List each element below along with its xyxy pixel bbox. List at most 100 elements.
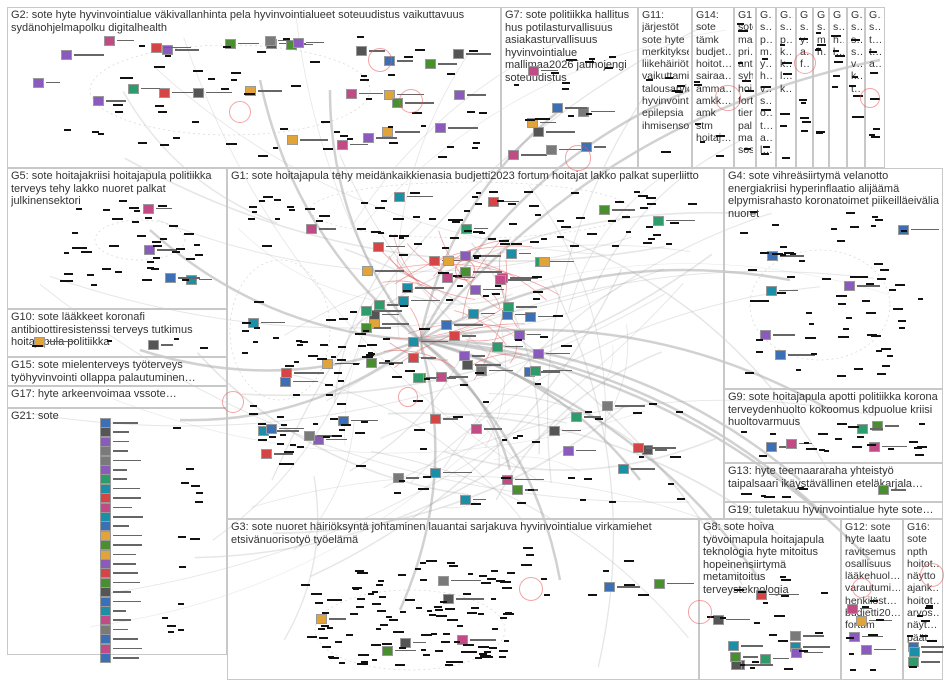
node-label-mark: [472, 355, 485, 357]
edge: [419, 338, 762, 581]
group-box-g11: G11: järjestöt sote hyte merkitykse… lii…: [638, 7, 692, 168]
node-label-mark: [474, 227, 489, 230]
self-loop-halo: [919, 562, 945, 588]
node-label-mark: [412, 641, 427, 644]
node-marker: [311, 592, 323, 595]
node-marker: [283, 450, 294, 453]
node-marker: [624, 584, 635, 587]
profile-node: [399, 637, 411, 648]
node-marker: [152, 245, 162, 248]
node-marker: [392, 630, 399, 633]
node-marker: [674, 91, 684, 94]
edge: [419, 328, 831, 412]
profile-node: [653, 578, 665, 589]
node-marker: [800, 116, 809, 119]
node-marker: [850, 275, 858, 278]
node-label-mark: [804, 651, 824, 654]
profile-node: [524, 311, 536, 322]
node-marker: [80, 250, 92, 253]
node-marker: [319, 343, 329, 346]
cluster-ring: [749, 249, 891, 361]
node-marker: [180, 481, 189, 484]
node-marker: [415, 607, 422, 610]
node-marker: [787, 275, 796, 278]
node-marker: [64, 272, 74, 275]
profile-node: [360, 306, 372, 317]
node-marker: [849, 669, 857, 672]
node-marker: [463, 210, 470, 213]
node-marker: [738, 29, 748, 32]
profile-node: [469, 284, 481, 295]
node-marker: [516, 502, 527, 505]
node-marker: [319, 636, 328, 639]
node-marker: [447, 219, 455, 222]
node-marker: [835, 294, 847, 297]
node-marker: [361, 74, 367, 77]
node-marker: [321, 625, 329, 628]
node-marker: [873, 263, 883, 266]
edge: [465, 330, 517, 342]
node-marker: [177, 629, 185, 632]
node-marker: [171, 250, 180, 253]
node-label-mark: [856, 285, 880, 287]
node-marker: [420, 124, 427, 127]
node-marker: [161, 617, 168, 620]
profile-node: [316, 614, 328, 625]
node-label-mark: [862, 635, 883, 638]
node-marker: [413, 242, 423, 245]
node-label-mark: [113, 591, 131, 593]
node-label-mark: [350, 143, 369, 146]
node-marker: [780, 253, 786, 256]
node-label-mark: [473, 255, 502, 257]
edge: [419, 338, 641, 481]
node-marker: [762, 58, 769, 61]
node-marker: [467, 650, 477, 653]
node-marker: [576, 216, 585, 219]
node-marker: [387, 73, 395, 76]
edge: [419, 268, 791, 342]
node-marker: [867, 634, 879, 636]
node-label-mark: [164, 46, 191, 49]
node-label-mark: [743, 656, 758, 658]
self-loop-halo: [715, 85, 741, 111]
node-label-mark: [780, 255, 805, 257]
node-marker: [561, 82, 570, 85]
node-marker: [147, 266, 154, 269]
node-marker: [257, 439, 268, 442]
node-label-mark: [161, 344, 174, 346]
node-label-mark: [515, 478, 545, 481]
node-marker: [761, 85, 767, 88]
node-marker: [308, 354, 319, 357]
profile-node: [552, 103, 564, 114]
node-marker: [533, 297, 540, 300]
node-label-mark: [504, 345, 523, 348]
group-label-g25: G s… m… h…: [817, 9, 826, 58]
node-label-mark: [514, 313, 528, 316]
node-marker: [837, 374, 847, 377]
node-marker: [438, 272, 450, 275]
edge: [413, 293, 513, 305]
node-label-mark: [420, 357, 436, 359]
node-marker: [472, 146, 478, 149]
node-marker: [273, 198, 282, 201]
node-marker: [256, 51, 266, 54]
edge: [122, 91, 278, 224]
node-marker: [642, 241, 653, 244]
node-label-mark: [113, 440, 130, 443]
node-marker: [398, 236, 405, 239]
node-marker: [544, 593, 550, 596]
edge: [139, 338, 421, 372]
profile-node: [346, 88, 358, 99]
node-marker: [150, 267, 159, 270]
node-marker: [820, 591, 829, 594]
node-marker: [483, 294, 489, 297]
node-marker: [653, 234, 662, 237]
edge: [418, 88, 691, 341]
node-marker: [880, 347, 892, 350]
node-marker: [31, 345, 43, 348]
profile-node: [264, 35, 276, 46]
node-marker: [200, 347, 208, 350]
node-marker: [876, 277, 887, 280]
node-marker: [478, 646, 489, 649]
node-label-mark: [306, 41, 325, 44]
